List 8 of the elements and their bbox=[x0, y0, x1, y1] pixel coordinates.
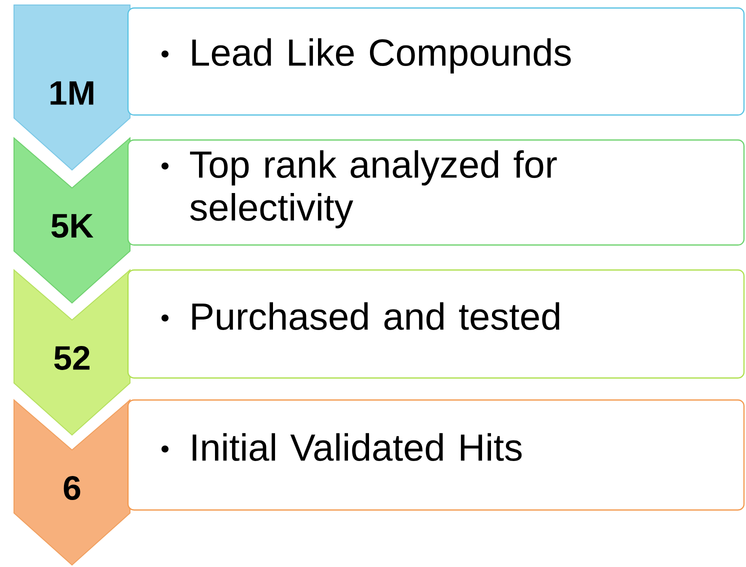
step-banner: 52 bbox=[14, 268, 130, 436]
step-banner: 6 bbox=[14, 398, 130, 566]
list-box: Initial Validated Hits bbox=[127, 399, 745, 511]
step-banner: 5K bbox=[14, 136, 130, 304]
list-box: Purchased and tested bbox=[127, 269, 745, 379]
list-box: Lead Like Compounds bbox=[127, 7, 745, 116]
step-banner: 1M bbox=[14, 4, 130, 171]
list-box: Top rank analyzed for selectivity bbox=[127, 139, 745, 246]
